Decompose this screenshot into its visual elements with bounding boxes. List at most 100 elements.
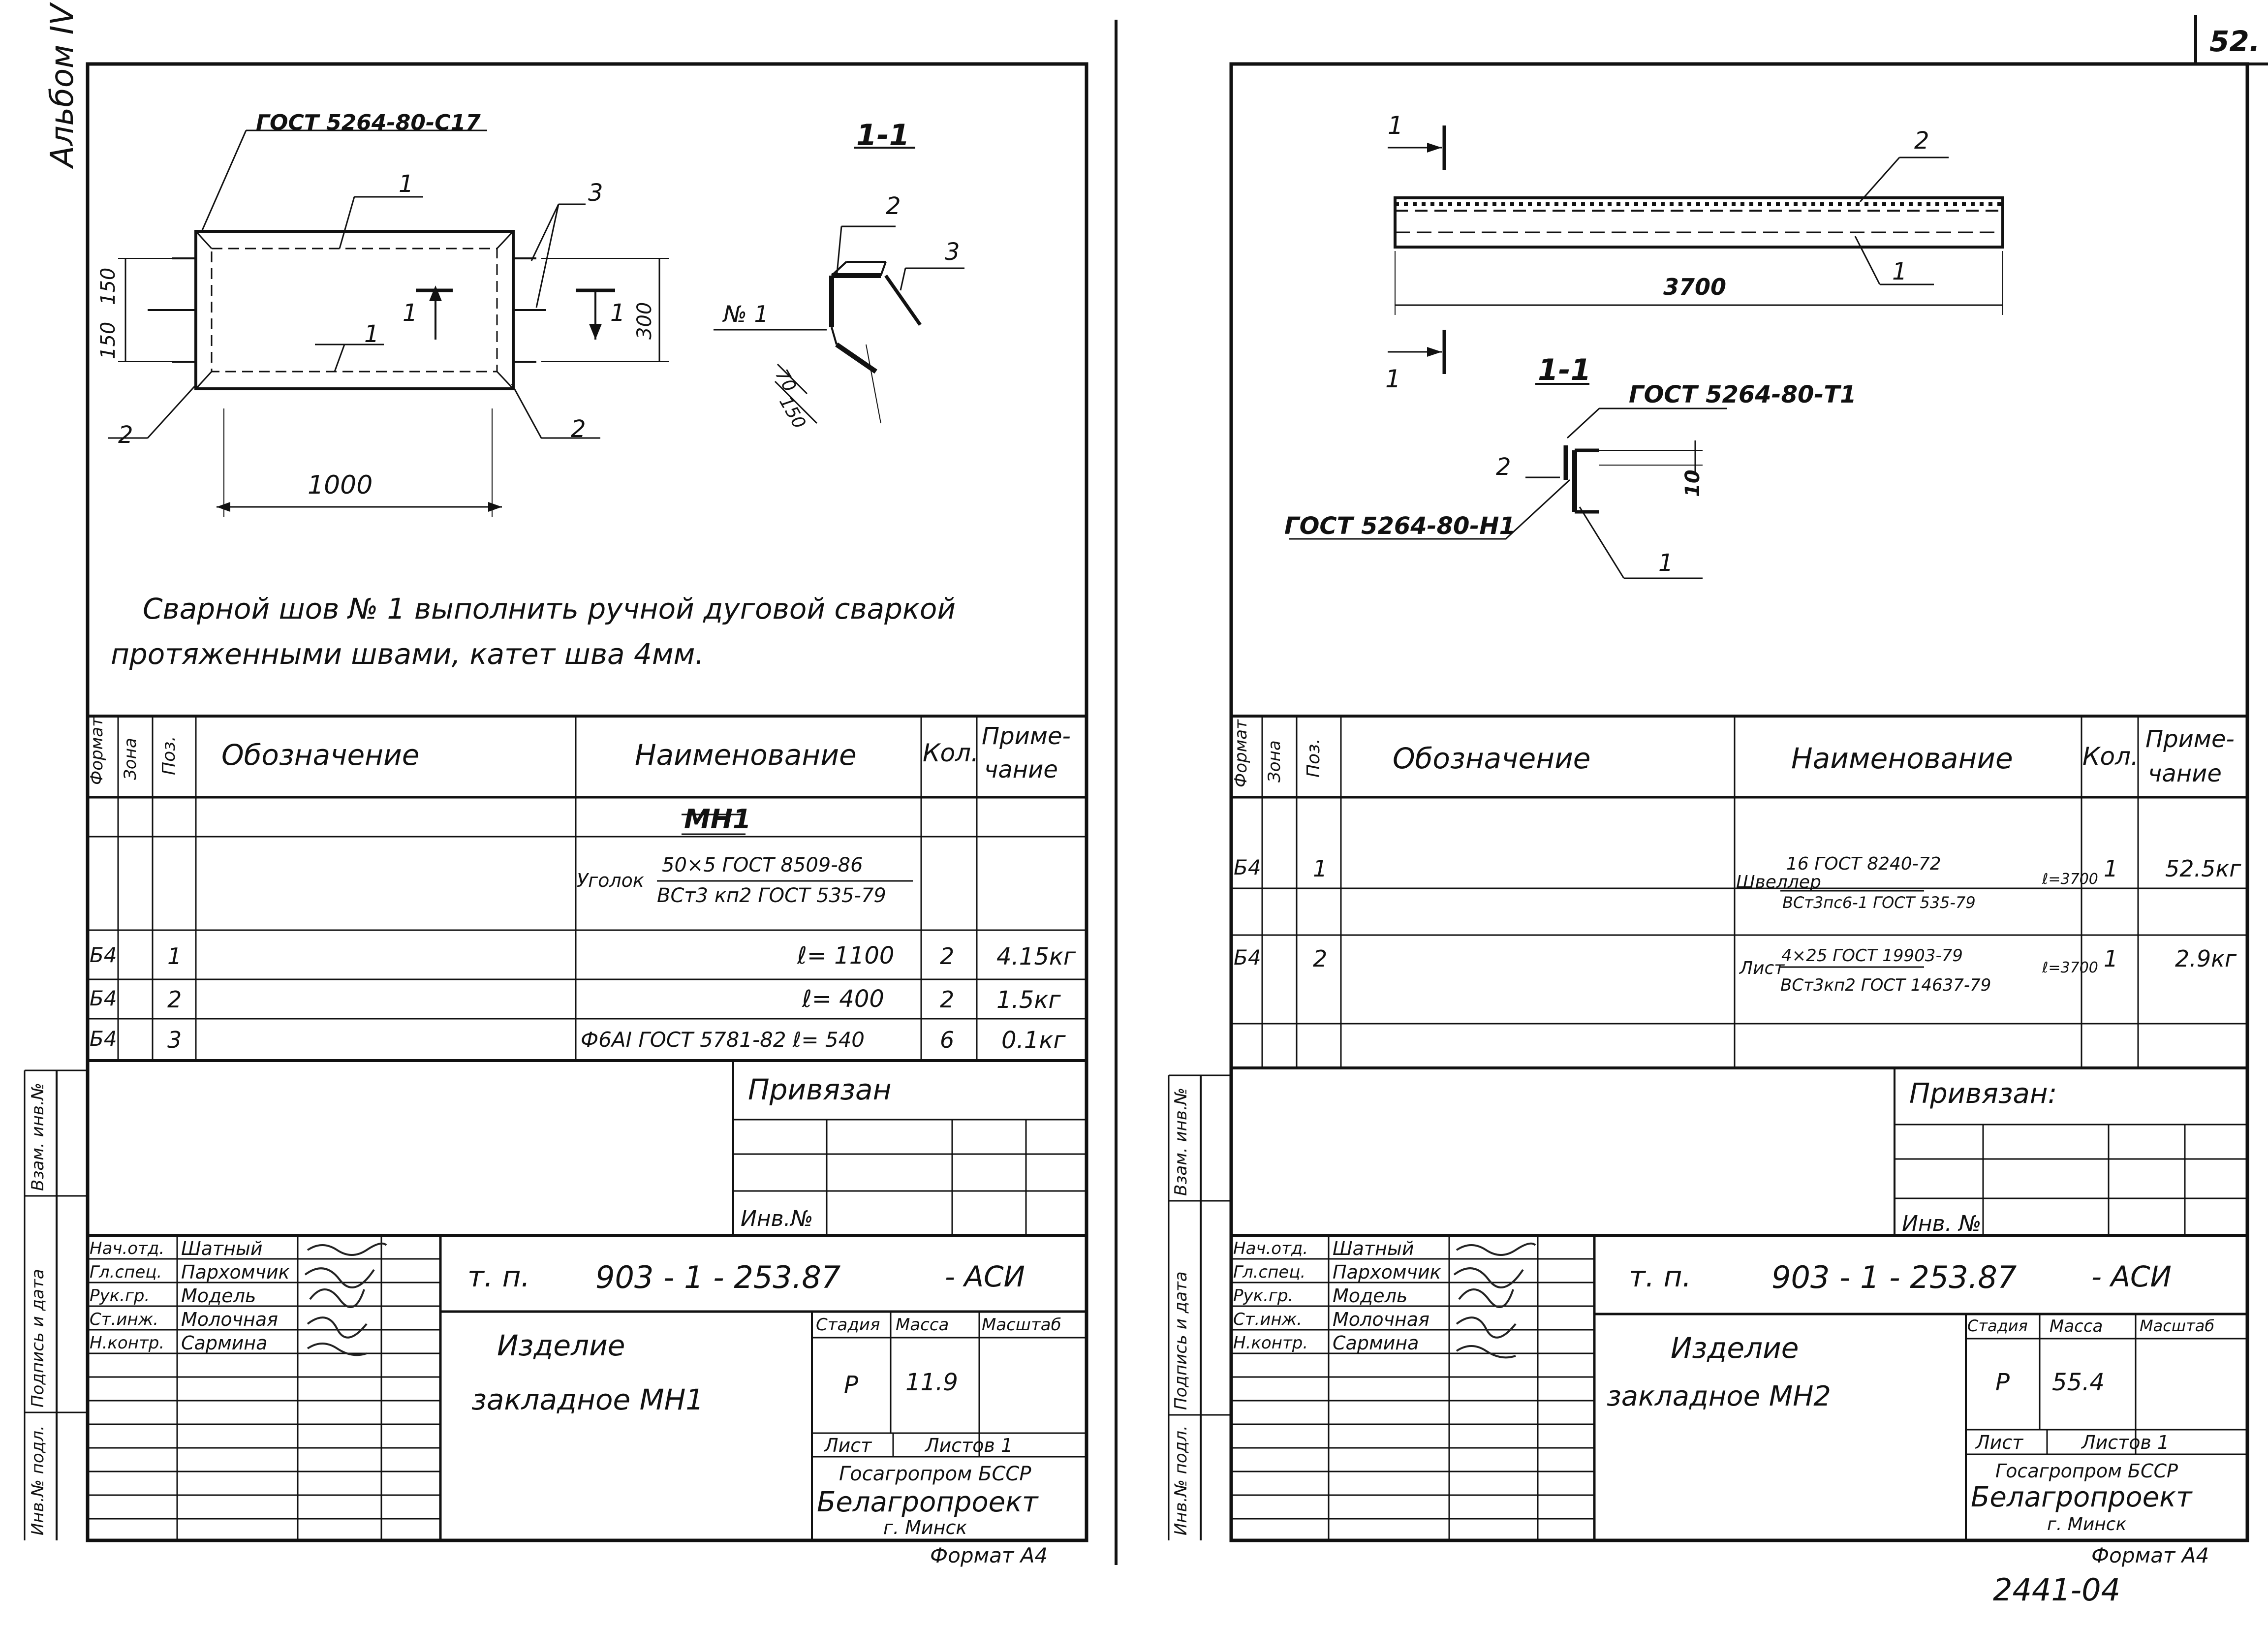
r-scale-header: Масштаб	[2140, 1316, 2215, 1335]
header-name: Наименование	[635, 738, 857, 772]
role-1: Нач.отд.	[90, 1239, 165, 1258]
r-row-1-qty: 1	[2104, 855, 2118, 882]
section-pos-3: 3	[945, 238, 960, 266]
pos-2-right: 2	[571, 415, 586, 443]
doc-code-suffix: - АСИ	[945, 1260, 1025, 1293]
r-privyazan-label: Привязан:	[1909, 1078, 2057, 1110]
r-mass-header: Масса	[2050, 1316, 2103, 1336]
r-title-line-1: Изделие	[1671, 1331, 1799, 1365]
r-stage-header: Стадия	[1967, 1316, 2028, 1335]
r-mass-value: 55.4	[2052, 1369, 2105, 1396]
title-line-2: закладное МН1	[471, 1383, 704, 1416]
row-3-note: 0.1кг	[1001, 1027, 1066, 1054]
row-1-name: ℓ= 1100	[797, 942, 895, 970]
weld-no-label: № 1	[723, 301, 769, 327]
role-2: Гл.спец.	[90, 1262, 162, 1282]
pos-3: 3	[588, 179, 603, 207]
weld-note-line-2: протяженными швами, катет шва 4мм.	[111, 637, 704, 671]
gost-weld-label: ГОСТ 5264-80-С17	[256, 110, 481, 135]
r-row-1-note: 52.5кг	[2165, 855, 2241, 882]
r-sheet-header: Лист	[1976, 1432, 2023, 1453]
name-4: Молочная	[181, 1309, 279, 1330]
r-row-2-pos: 2	[1313, 945, 1328, 972]
r-org-line-1: Госагропром БССР	[1995, 1460, 2178, 1482]
row-3-format: Б4	[90, 1027, 117, 1051]
bottom-code: 2441-04	[1993, 1572, 2121, 1608]
header-designation: Обозначение	[221, 738, 420, 772]
channel-pos-1: 1	[1892, 258, 1907, 285]
role-3: Рук.гр.	[90, 1286, 150, 1306]
material-prefix: Уголок	[577, 870, 644, 891]
header-qty: Кол.	[923, 739, 979, 767]
signature-right-4	[1456, 1316, 1517, 1339]
title-line-1: Изделие	[497, 1329, 625, 1362]
row-2-format: Б4	[90, 986, 117, 1010]
section-label-right: 1-1	[1538, 353, 1591, 387]
signature-right-2	[1453, 1267, 1524, 1288]
r-role-1: Нач.отд.	[1233, 1239, 1308, 1258]
r-row-1-top: 16 ГОСТ 8240-72	[1786, 854, 1941, 874]
r-format-label: Формат А4	[2091, 1543, 2209, 1567]
r-row-2-format: Б4	[1234, 945, 1261, 970]
r-row-2-qty: 1	[2104, 945, 2118, 972]
role-5: Н.контр.	[90, 1333, 165, 1353]
weld-note-line-1: Сварной шов № 1 выполнить ручной дуговой…	[143, 592, 956, 626]
gost-t1-label: ГОСТ 5264-80-Т1	[1629, 381, 1857, 408]
r-header-name: Наименование	[1791, 742, 2013, 775]
row-1-note: 4.15кг	[996, 943, 1076, 971]
material-top: 50×5 ГОСТ 8509-86	[662, 854, 863, 877]
r-doc-code-prefix: т. п.	[1629, 1260, 1692, 1293]
material-bottom: ВСт3 кп2 ГОСТ 535-79	[657, 884, 886, 907]
r-name-3: Модель	[1333, 1285, 1408, 1307]
signature-left-5	[307, 1343, 367, 1356]
row-3-qty: 6	[940, 1027, 955, 1053]
mass-value: 11.9	[905, 1369, 958, 1396]
name-2: Пархомчик	[181, 1261, 290, 1283]
r-row-1-pos: 1	[1313, 855, 1328, 882]
pos-2-left: 2	[118, 421, 133, 449]
row-1-format: Б4	[90, 943, 117, 967]
r-header-note-1: Приме-	[2145, 725, 2235, 753]
section-label-left: 1-1	[856, 118, 910, 153]
cut-bottom-label: 1	[1385, 365, 1401, 393]
r-inv-no-label: Инв. №	[1902, 1211, 1982, 1236]
r-title-line-2: закладное МН2	[1607, 1380, 1831, 1412]
row-2-note: 1.5кг	[996, 986, 1061, 1014]
r-role-2: Гл.спец.	[1233, 1262, 1306, 1282]
header-note-2: чание	[984, 756, 1058, 783]
gost-n1-label: ГОСТ 5264-80-Н1	[1284, 512, 1516, 540]
signature-right-1	[1456, 1242, 1536, 1256]
org-line-2: Белагропроект	[817, 1486, 1038, 1518]
r-header-note-2: чание	[2148, 760, 2222, 787]
r-header-designation: Обозначение	[1393, 742, 1591, 775]
r-role-4: Ст.инж.	[1233, 1310, 1303, 1329]
r-stage-value: Р	[1995, 1369, 2010, 1396]
r-header-qty: Кол.	[2082, 742, 2139, 771]
signature-right-3	[1458, 1288, 1514, 1308]
r-row-2-length: ℓ=3700	[2042, 959, 2098, 976]
format-label: Формат А4	[930, 1543, 1048, 1567]
channel-length: 3700	[1663, 274, 1727, 300]
cut-1-left: 1	[403, 299, 418, 327]
signature-left-3	[309, 1288, 365, 1308]
r-row-1-prefix: Швеллер	[1736, 872, 1821, 892]
r-row-2-note: 2.9кг	[2175, 945, 2237, 972]
row-1-qty: 2	[940, 943, 955, 970]
r-role-5: Н.контр.	[1233, 1333, 1308, 1353]
page-number: 52.	[2209, 25, 2260, 58]
sheets-header: Листов 1	[925, 1435, 1013, 1456]
r-row-2-bottom: ВСт3кп2 ГОСТ 14637-79	[1780, 975, 1991, 995]
org-line-3: г. Минск	[883, 1517, 967, 1538]
r-row-1-bottom: ВСт3пс6-1 ГОСТ 535-79	[1782, 893, 1976, 912]
signature-right-5	[1456, 1345, 1516, 1359]
r-name-2: Пархомчик	[1333, 1261, 1441, 1283]
doc-code-prefix: т. п.	[467, 1260, 530, 1293]
row-2-qty: 2	[940, 986, 955, 1013]
row-3-pos: 3	[167, 1027, 182, 1053]
r-row-2-top: 4×25 ГОСТ 19903-79	[1781, 946, 1963, 966]
r-row-2-prefix: Лист	[1740, 958, 1785, 978]
section-pos-2: 2	[886, 192, 901, 220]
inv-no-label: Инв.№	[741, 1206, 813, 1231]
